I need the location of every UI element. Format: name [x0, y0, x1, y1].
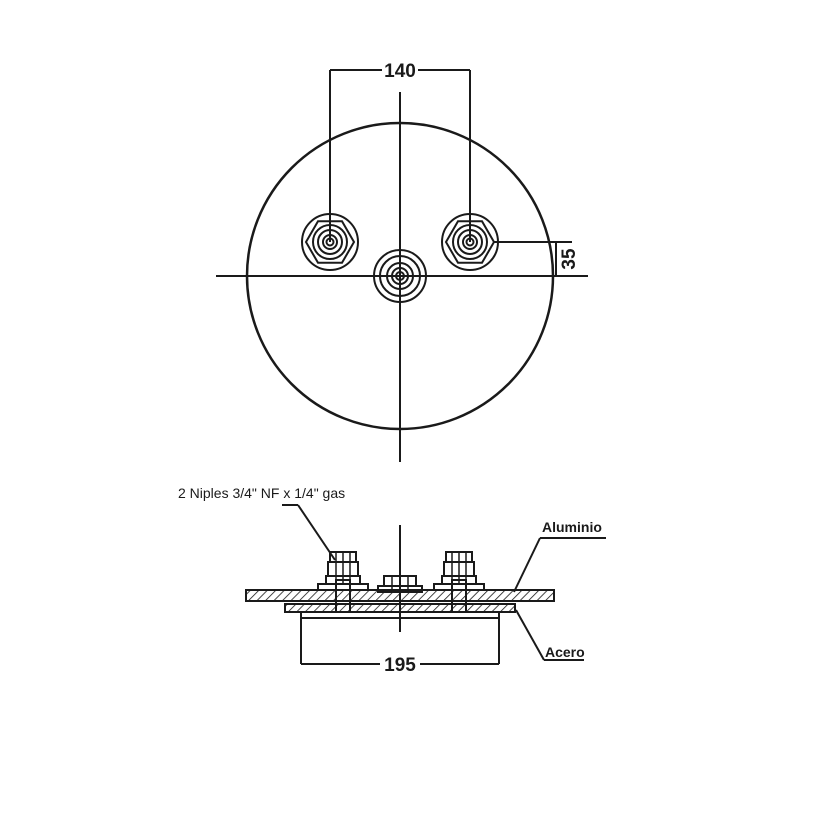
center-fitting-top	[373, 249, 427, 303]
section-view: 195 2 Niples 3/4" NF x 1/4" gas Aluminio…	[178, 485, 606, 676]
steel-label: Acero	[545, 644, 585, 660]
right-nipple-section	[433, 551, 485, 613]
center-fitting-section	[377, 575, 423, 593]
top-view: 140 35	[216, 61, 588, 462]
dimension-195-label: 195	[384, 655, 416, 676]
dimension-35	[494, 241, 572, 276]
nipples-label: 2 Niples 3/4" NF x 1/4" gas	[178, 485, 345, 501]
aluminum-label: Aluminio	[542, 519, 602, 535]
dimension-35-label: 35	[559, 248, 580, 270]
base-body	[300, 611, 500, 619]
left-nipple-section	[317, 551, 369, 613]
steel-leader	[515, 609, 584, 661]
aluminum-leader	[513, 537, 606, 593]
steel-plate	[284, 603, 516, 613]
aluminum-plate	[245, 589, 555, 602]
dimension-140-label: 140	[384, 61, 416, 82]
dimension-195	[300, 618, 500, 665]
dimension-140	[329, 69, 471, 242]
nipples-leader	[282, 504, 336, 561]
